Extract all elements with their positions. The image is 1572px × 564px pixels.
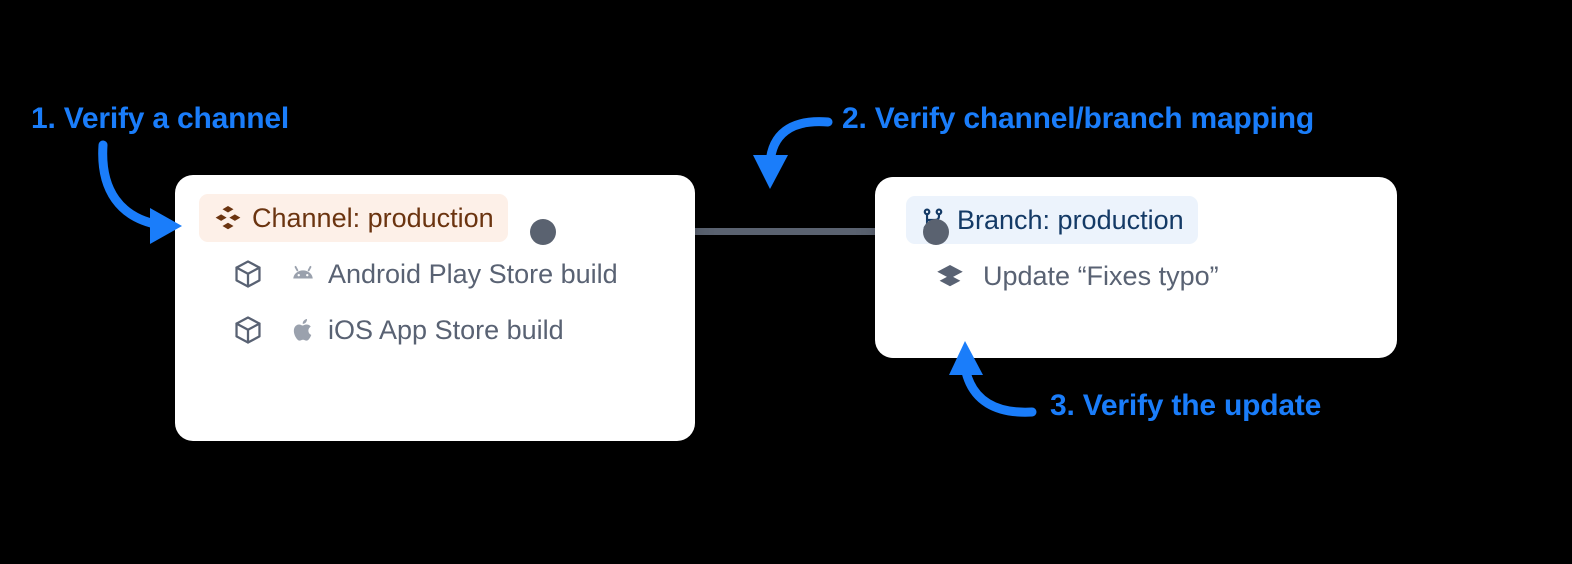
channel-header-row[interactable]: Channel: production — [199, 194, 508, 242]
annotation-arrow-2 — [753, 117, 833, 189]
channel-stack-icon — [213, 203, 243, 233]
cube-icon — [232, 314, 264, 346]
layers-icon — [933, 261, 967, 291]
branch-connector-dot — [923, 219, 949, 245]
channel-card: Channel: production Android Pla — [175, 175, 695, 441]
branch-header-label: Branch: production — [957, 204, 1184, 235]
annotation-label-3: 3. Verify the update — [1050, 389, 1322, 422]
annotation-label-2: 2. Verify channel/branch mapping — [842, 102, 1315, 135]
annotation-label-1: 1. Verify a channel — [31, 102, 289, 135]
branch-card: Branch: production Update “Fixes typo” — [875, 177, 1397, 358]
branch-header-row[interactable]: Branch: production — [906, 196, 1198, 244]
channel-build-label-android: Android Play Store build — [328, 258, 618, 289]
cube-icon — [232, 258, 264, 290]
annotation-arrow-1 — [98, 140, 182, 244]
branch-update-row[interactable]: Update “Fixes typo” — [875, 252, 1397, 300]
channel-build-label-ios: iOS App Store build — [328, 314, 564, 345]
channel-branch-connector-line — [543, 228, 936, 235]
channel-build-row-android[interactable]: Android Play Store build — [175, 250, 695, 298]
branch-update-label: Update “Fixes typo” — [983, 260, 1219, 291]
apple-icon — [288, 315, 318, 345]
android-icon — [288, 259, 318, 289]
channel-build-row-ios[interactable]: iOS App Store build — [175, 306, 695, 354]
channel-connector-dot — [530, 219, 556, 245]
channel-header-label: Channel: production — [252, 202, 494, 233]
